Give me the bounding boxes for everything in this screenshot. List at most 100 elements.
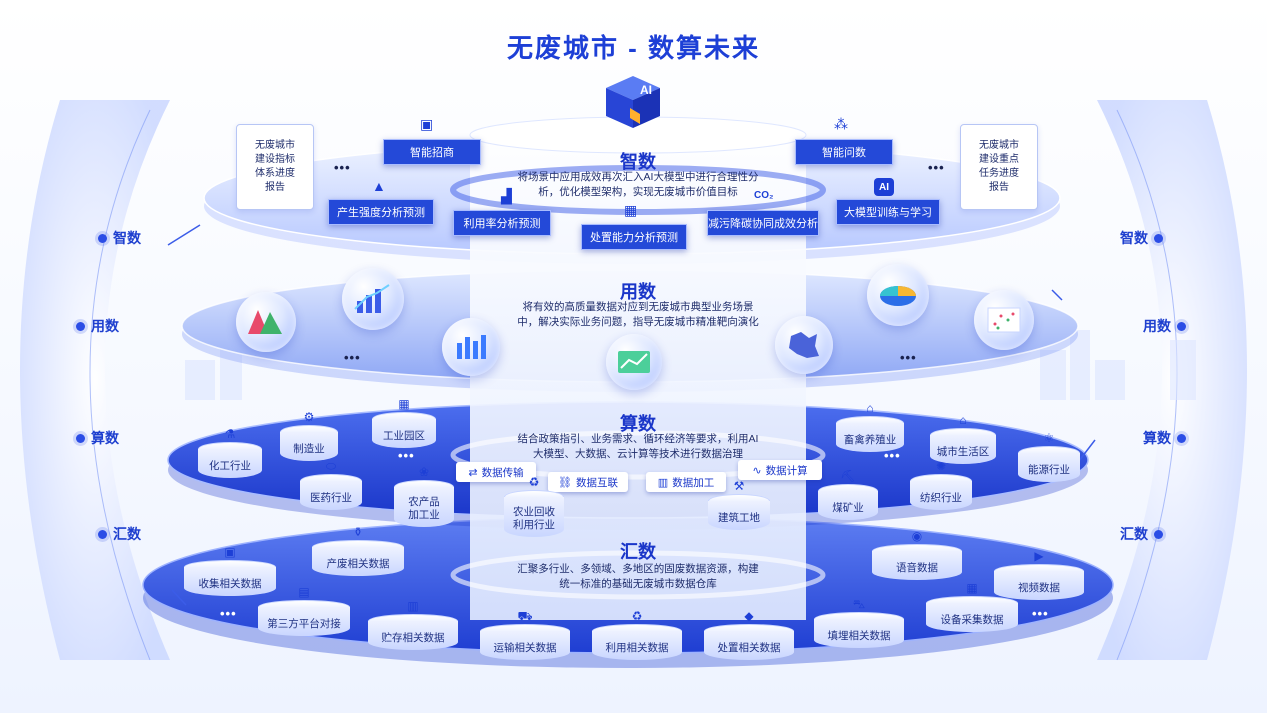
cyl-voice[interactable]: ◉语音数据 <box>872 529 962 580</box>
cyl-urban[interactable]: ⌂城市生活区 <box>930 413 996 464</box>
btn-carbon-analysis[interactable]: 减污降碳协同成效分析 <box>707 210 819 236</box>
cyl-industrial-park[interactable]: ▦工业园区 <box>372 397 436 448</box>
map-bubble[interactable] <box>775 316 833 374</box>
cyl-video[interactable]: ▶视频数据 <box>994 549 1084 600</box>
ellipsis: ••• <box>334 160 351 175</box>
scatter-bubble[interactable] <box>974 290 1034 350</box>
co2-icon: CO₂ <box>754 190 774 201</box>
layer-title-suan: 算数 <box>620 414 656 434</box>
cyl-transport[interactable]: ⛟运输相关数据 <box>480 609 570 660</box>
flask-icon: ⚗ <box>224 427 236 441</box>
pie-chart-bubble[interactable] <box>867 264 929 326</box>
dot-icon <box>98 529 107 539</box>
share-icon: ⁂ <box>834 116 848 132</box>
report-right[interactable]: 无废城市 建设重点 任务进度 报告 <box>960 124 1038 210</box>
truck-icon: ⛟ <box>517 609 533 623</box>
ai-chip-icon: AI <box>874 178 894 196</box>
recycle-icon: ♻ <box>631 609 643 623</box>
sub-data-processing[interactable]: ▥数据加工 <box>646 472 726 492</box>
city-silhouette <box>185 330 1196 400</box>
btn-intensity-forecast[interactable]: 产生强度分析预测 <box>328 199 434 225</box>
cyl-waste-production[interactable]: ⚱产废相关数据 <box>312 525 404 576</box>
cyl-third-party[interactable]: ▤第三方平台对接 <box>258 585 350 636</box>
dot-icon <box>76 321 85 331</box>
sub-data-interconnect[interactable]: ⛓数据互联 <box>548 472 628 492</box>
box-icon: ◆ <box>744 609 754 623</box>
btn-smart-invest[interactable]: 智能招商 <box>383 139 481 165</box>
cyl-device-data[interactable]: ▦设备采集数据 <box>926 581 1018 632</box>
recycle-icon: ♻ <box>528 475 540 489</box>
network-icon: ⛓ <box>558 476 572 489</box>
bottle-icon: ⚱ <box>352 525 364 539</box>
left-label-suan: 算数 <box>76 428 119 448</box>
layer-desc-hui: 汇聚多行业、多领域、多地区的固废数据资源，构建 统一标准的基础无废城市数据仓库 <box>517 563 759 590</box>
dot-icon <box>1154 233 1163 243</box>
right-label-suan: 算数 <box>1143 428 1186 448</box>
ellipsis: ••• <box>344 350 361 365</box>
btn-smart-query[interactable]: 智能问数 <box>795 139 893 165</box>
pulse-icon: ∿ <box>752 464 762 477</box>
right-label-yong: 用数 <box>1143 316 1186 336</box>
cyl-agri-recycling[interactable]: ♻农业回收 利用行业 <box>504 475 564 537</box>
cart-icon: ⛏ <box>840 469 856 483</box>
cyl-utilization[interactable]: ♻利用相关数据 <box>592 609 682 660</box>
crane-icon: ⚒ <box>733 479 745 493</box>
pill-icon: ⬭ <box>325 459 337 473</box>
bar-chart-bubble[interactable] <box>442 318 500 376</box>
dot-icon <box>76 433 85 443</box>
sub-data-compute[interactable]: ∿数据计算 <box>738 460 822 480</box>
cyl-pharma[interactable]: ⬭医药行业 <box>300 459 362 510</box>
sub-data-transfer[interactable]: ⇄数据传输 <box>456 462 536 482</box>
bar-trend-bubble[interactable] <box>342 268 404 330</box>
left-label-yong: 用数 <box>76 316 119 336</box>
monitor-icon: ▣ <box>420 116 434 132</box>
factory-icon: ▟ <box>501 188 512 204</box>
cyl-textile[interactable]: ✺纺织行业 <box>910 459 972 510</box>
atom-icon: ⚛ <box>1043 431 1055 445</box>
btn-disposal-forecast[interactable]: 处置能力分析预测 <box>581 224 687 250</box>
bin-icon: ▥ <box>407 599 419 613</box>
cyl-collection[interactable]: ▣收集相关数据 <box>184 545 276 596</box>
left-label-hui: 汇数 <box>98 524 141 544</box>
building-icon: ▦ <box>624 202 638 218</box>
btn-utilization-forecast[interactable]: 利用率分析预测 <box>453 210 551 236</box>
cyl-construction[interactable]: ⚒建筑工地 <box>708 479 770 530</box>
house-icon: ⌂ <box>959 413 967 427</box>
cyl-chemical[interactable]: ⚗化工行业 <box>198 427 262 478</box>
cyl-landfill[interactable]: ⛍填埋相关数据 <box>814 597 904 648</box>
cyl-manufacturing[interactable]: ⚙制造业 <box>280 410 338 461</box>
dot-icon <box>1154 529 1163 539</box>
report-left[interactable]: 无废城市 建设指标 体系进度 报告 <box>236 124 314 210</box>
ellipsis: ••• <box>900 350 917 365</box>
cyl-energy[interactable]: ⚛能源行业 <box>1018 431 1080 482</box>
building-icon: ▦ <box>398 397 410 411</box>
dot-icon <box>98 233 107 243</box>
device-icon: ▣ <box>224 545 236 559</box>
layer-title-yong: 用数 <box>620 282 656 302</box>
pyramid-chart-bubble[interactable] <box>236 292 296 352</box>
ellipsis: ••• <box>884 448 901 463</box>
dot-icon <box>1177 321 1186 331</box>
right-label-zhi: 智数 <box>1120 228 1163 248</box>
link-icon: ▤ <box>298 585 310 599</box>
btn-model-training[interactable]: 大模型训练与学习 <box>836 199 940 225</box>
chip-icon: ▦ <box>966 581 978 595</box>
ai-cube-icon: AI <box>600 72 666 132</box>
page-title: 无废城市 - 数算未来 <box>506 33 761 63</box>
cyl-coal[interactable]: ⛏煤矿业 <box>818 469 878 520</box>
dashboard-bubble[interactable] <box>606 334 662 390</box>
video-icon: ▶ <box>1034 549 1044 563</box>
bars-icon: ▥ <box>657 476 669 489</box>
cyl-agri-processing[interactable]: ❀农产品 加工业 <box>394 465 454 527</box>
layer-desc-suan: 结合政策指引、业务需求、循环经济等要求，利用AI 大模型、大数据、云计算等技术进… <box>517 433 759 460</box>
ellipsis: ••• <box>928 160 945 175</box>
layer-title-hui: 汇数 <box>620 542 656 562</box>
cyl-livestock[interactable]: ⌂畜禽养殖业 <box>836 401 904 452</box>
left-label-zhi: 智数 <box>98 228 141 248</box>
cyl-disposal[interactable]: ◆处置相关数据 <box>704 609 794 660</box>
cyl-storage[interactable]: ▥贮存相关数据 <box>368 599 458 650</box>
triangle-chart-icon: ▲ <box>372 178 386 194</box>
factory-icon: ⚙ <box>303 410 315 424</box>
yarn-icon: ✺ <box>935 459 947 473</box>
